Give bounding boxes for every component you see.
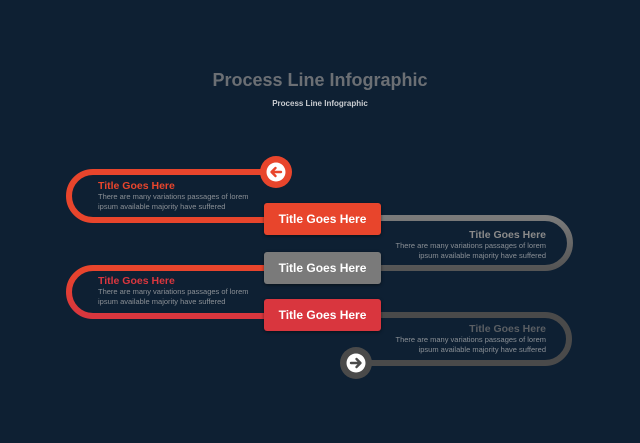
step-1-description: There are many variations passages of lo…: [98, 192, 249, 211]
step-1-box-label: Title Goes Here: [278, 212, 367, 226]
step-3-text: Title Goes Here There are many variation…: [98, 275, 258, 311]
step-3-description: There are many variations passages of lo…: [98, 287, 249, 306]
step-4-description: There are many variations passages of lo…: [395, 335, 547, 354]
step-2-title: Title Goes Here: [469, 229, 546, 241]
step-2-box: Title Goes Here: [264, 252, 381, 284]
step-1-text: Title Goes Here There are many variation…: [98, 180, 258, 216]
step-2-text: Title Goes Here There are many variation…: [386, 229, 547, 271]
line-segment-4: [356, 312, 572, 366]
step-3-box: Title Goes Here: [264, 299, 381, 331]
step-3-box-label: Title Goes Here: [278, 308, 367, 322]
arrow-right-icon: [340, 347, 372, 379]
page-title: Process Line Infographic: [212, 70, 428, 90]
line-segment-2: [380, 215, 573, 271]
step-4-title: Title Goes Here: [469, 323, 546, 335]
line-segment-3: [66, 265, 265, 319]
line-segment-1: [66, 169, 275, 223]
step-2-description: There are many variations passages of lo…: [395, 241, 547, 260]
step-2-box-label: Title Goes Here: [278, 261, 367, 275]
page-subtitle: Process Line Infographic: [272, 99, 368, 108]
step-3-title: Title Goes Here: [98, 275, 175, 287]
step-4-text: Title Goes Here There are many variation…: [386, 323, 547, 365]
arrow-left-icon: [260, 156, 292, 188]
step-1-box: Title Goes Here: [264, 203, 381, 235]
step-1-title: Title Goes Here: [98, 180, 175, 192]
